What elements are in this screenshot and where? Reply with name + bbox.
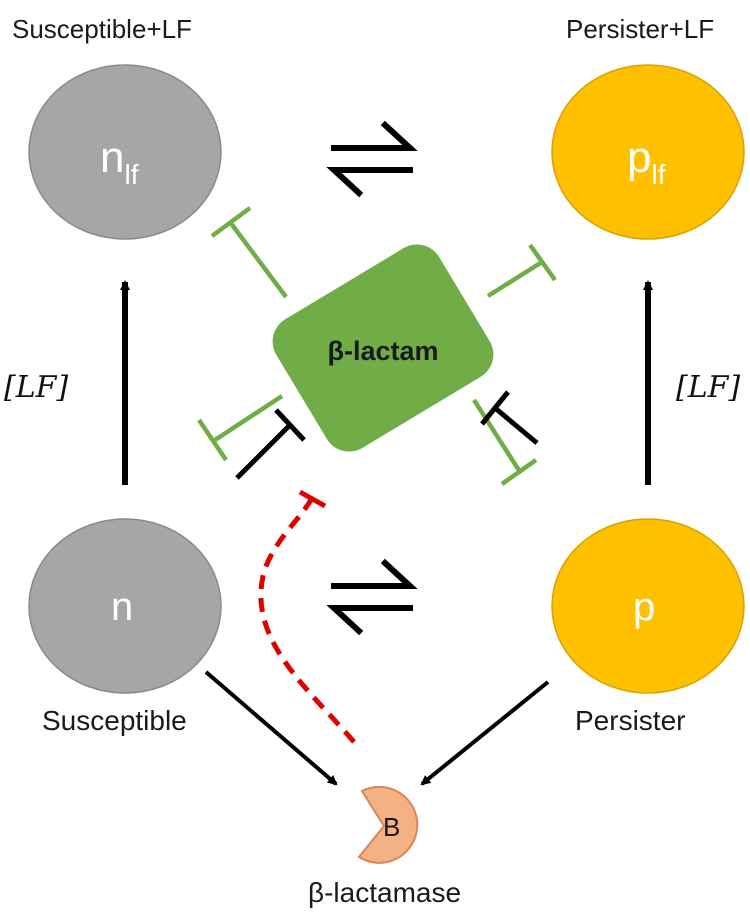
beta-lactamase-enzyme-label: B bbox=[383, 812, 400, 842]
beta-lactamase-enzyme-icon bbox=[357, 785, 419, 864]
beta-lactam-box bbox=[272, 244, 494, 452]
node-n bbox=[28, 518, 222, 694]
inhibit-plf-green bbox=[486, 243, 557, 298]
arrow-p-to-beta-lactamase bbox=[420, 680, 550, 786]
label-beta-lactamase: β-lactamase bbox=[308, 877, 461, 908]
label-susceptible: Susceptible bbox=[42, 705, 187, 736]
node-p bbox=[551, 518, 745, 694]
node-n-label: n bbox=[111, 585, 133, 629]
inhibit-nlf-green bbox=[210, 206, 288, 299]
inhibit-n-green bbox=[197, 394, 284, 462]
node-n-lf-label: nlf bbox=[100, 133, 139, 190]
equilibrium-top-icon bbox=[326, 120, 418, 198]
node-n-lf bbox=[28, 64, 222, 240]
label-persister: Persister bbox=[575, 705, 685, 736]
beta-lactam-label: β-lactam bbox=[327, 336, 438, 366]
node-p-label: p bbox=[633, 585, 655, 629]
label-susceptible-lf: Susceptible+LF bbox=[12, 14, 192, 44]
inhibit-beta-lactam-black-left bbox=[235, 408, 306, 480]
node-p-lf bbox=[551, 64, 745, 240]
lf-label-right: [LF] bbox=[676, 370, 740, 405]
equilibrium-bottom-icon bbox=[326, 558, 418, 636]
label-persister-lf: Persister+LF bbox=[566, 14, 714, 44]
inhibit-red-dashed bbox=[258, 489, 356, 744]
inhibit-p-green bbox=[472, 398, 538, 486]
inhibit-beta-lactam-black-right bbox=[480, 390, 539, 445]
lf-label-left: [LF] bbox=[4, 370, 68, 405]
node-p-lf-label: plf bbox=[627, 133, 666, 190]
arrow-n-to-beta-lactamase bbox=[204, 670, 338, 786]
